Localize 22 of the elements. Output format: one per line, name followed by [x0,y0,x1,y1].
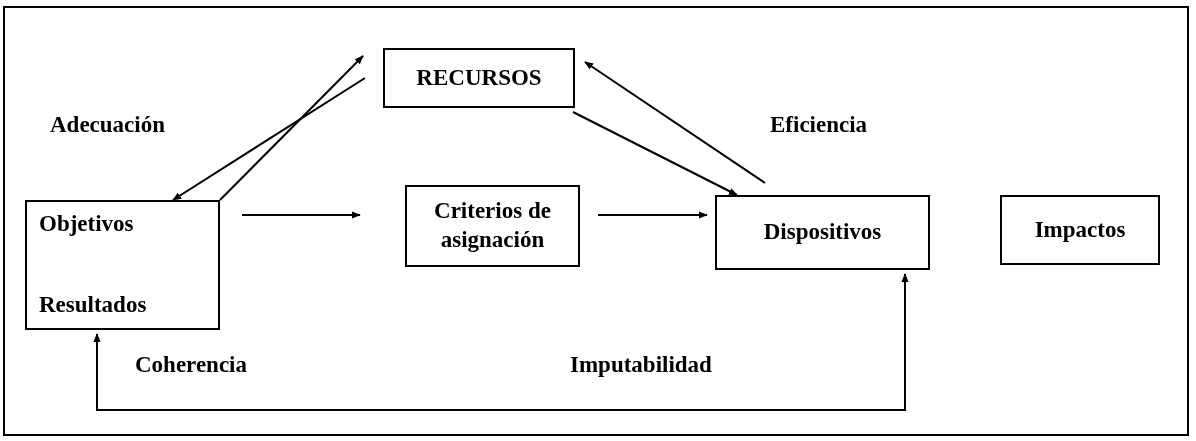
process-box [405,185,580,267]
arrow [93,273,909,411]
arrow [241,211,361,219]
relation-label: Adecuación [50,111,165,139]
process-box [383,48,575,108]
relation-label: Imputabilidad [570,351,712,379]
box-label: Dispositivos [763,218,882,247]
relation-label: Coherencia [135,351,247,379]
process-box [1000,195,1160,265]
arrow [584,61,766,184]
arrow [572,111,738,196]
arrow [219,55,364,201]
arrow [597,211,708,219]
box-label: Resultados [39,291,147,320]
process-box [715,195,930,270]
box-label: RECURSOS [416,63,542,92]
process-box [25,200,220,330]
arrow [172,77,366,201]
box-label: Impactos [1034,215,1126,244]
relation-label: Eficiencia [770,111,868,139]
box-label: Criterios de asignación [433,197,552,254]
box-label: Objetivos [39,210,134,238]
